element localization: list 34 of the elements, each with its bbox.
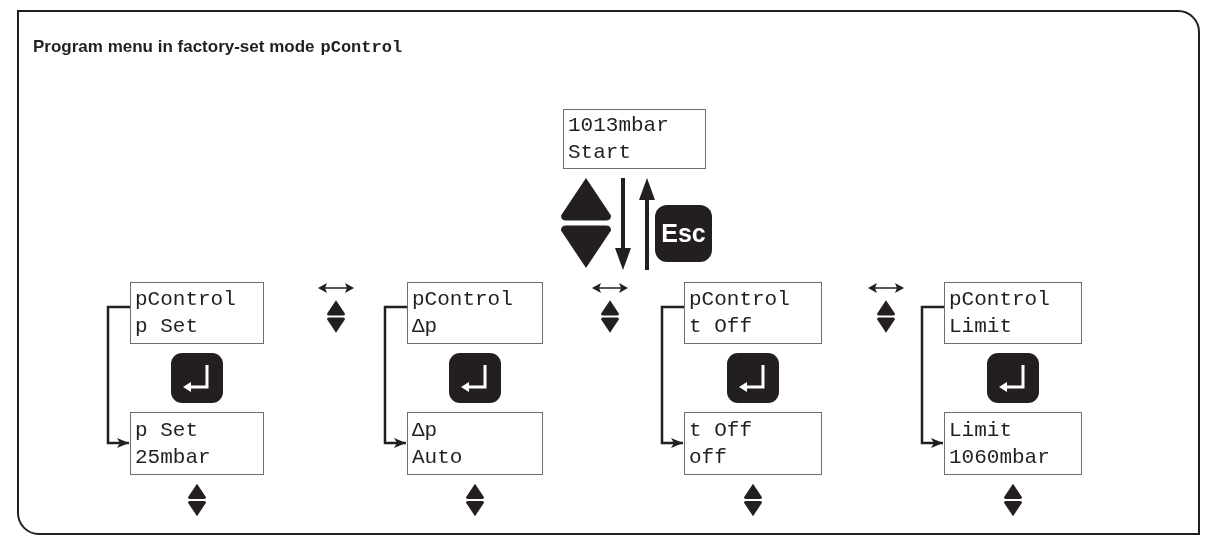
display-text: 25mbar xyxy=(135,444,212,471)
display-text: Limit xyxy=(949,314,1013,340)
display-text: t Off xyxy=(689,417,753,444)
display-text: pControl xyxy=(689,287,791,313)
arrow xyxy=(660,305,684,448)
display-screen xyxy=(684,282,822,344)
display-screen xyxy=(944,282,1082,344)
display-text: 1013mbar xyxy=(568,113,670,139)
display-text: p Set xyxy=(135,417,199,444)
display-text: 1060mbar xyxy=(949,444,1051,471)
arrow xyxy=(383,305,407,448)
display-screen xyxy=(944,412,1082,475)
display-text: pControl xyxy=(135,287,237,313)
display-text: Δp xyxy=(412,417,439,444)
display-screen xyxy=(407,282,543,344)
display-text: Start xyxy=(568,140,632,166)
display-text: Δp xyxy=(412,314,439,340)
display-screen xyxy=(130,282,264,344)
esc-key: Esc xyxy=(655,205,712,262)
arrow xyxy=(106,305,130,448)
display-screen xyxy=(130,412,264,475)
display-text: p Set xyxy=(135,314,199,340)
title: Program menu in factory-set mode xyxy=(33,36,315,58)
arrow xyxy=(920,305,944,448)
display-screen xyxy=(563,109,706,169)
display-screen xyxy=(684,412,822,475)
display-text: t Off xyxy=(689,314,753,340)
display-text: Auto xyxy=(412,444,464,471)
display-text: pControl xyxy=(412,287,514,313)
display-screen xyxy=(407,412,543,475)
mode-name: pControl xyxy=(320,37,403,59)
display-text: pControl xyxy=(949,287,1051,313)
display-text: off xyxy=(689,444,728,471)
display-text: Limit xyxy=(949,417,1013,444)
